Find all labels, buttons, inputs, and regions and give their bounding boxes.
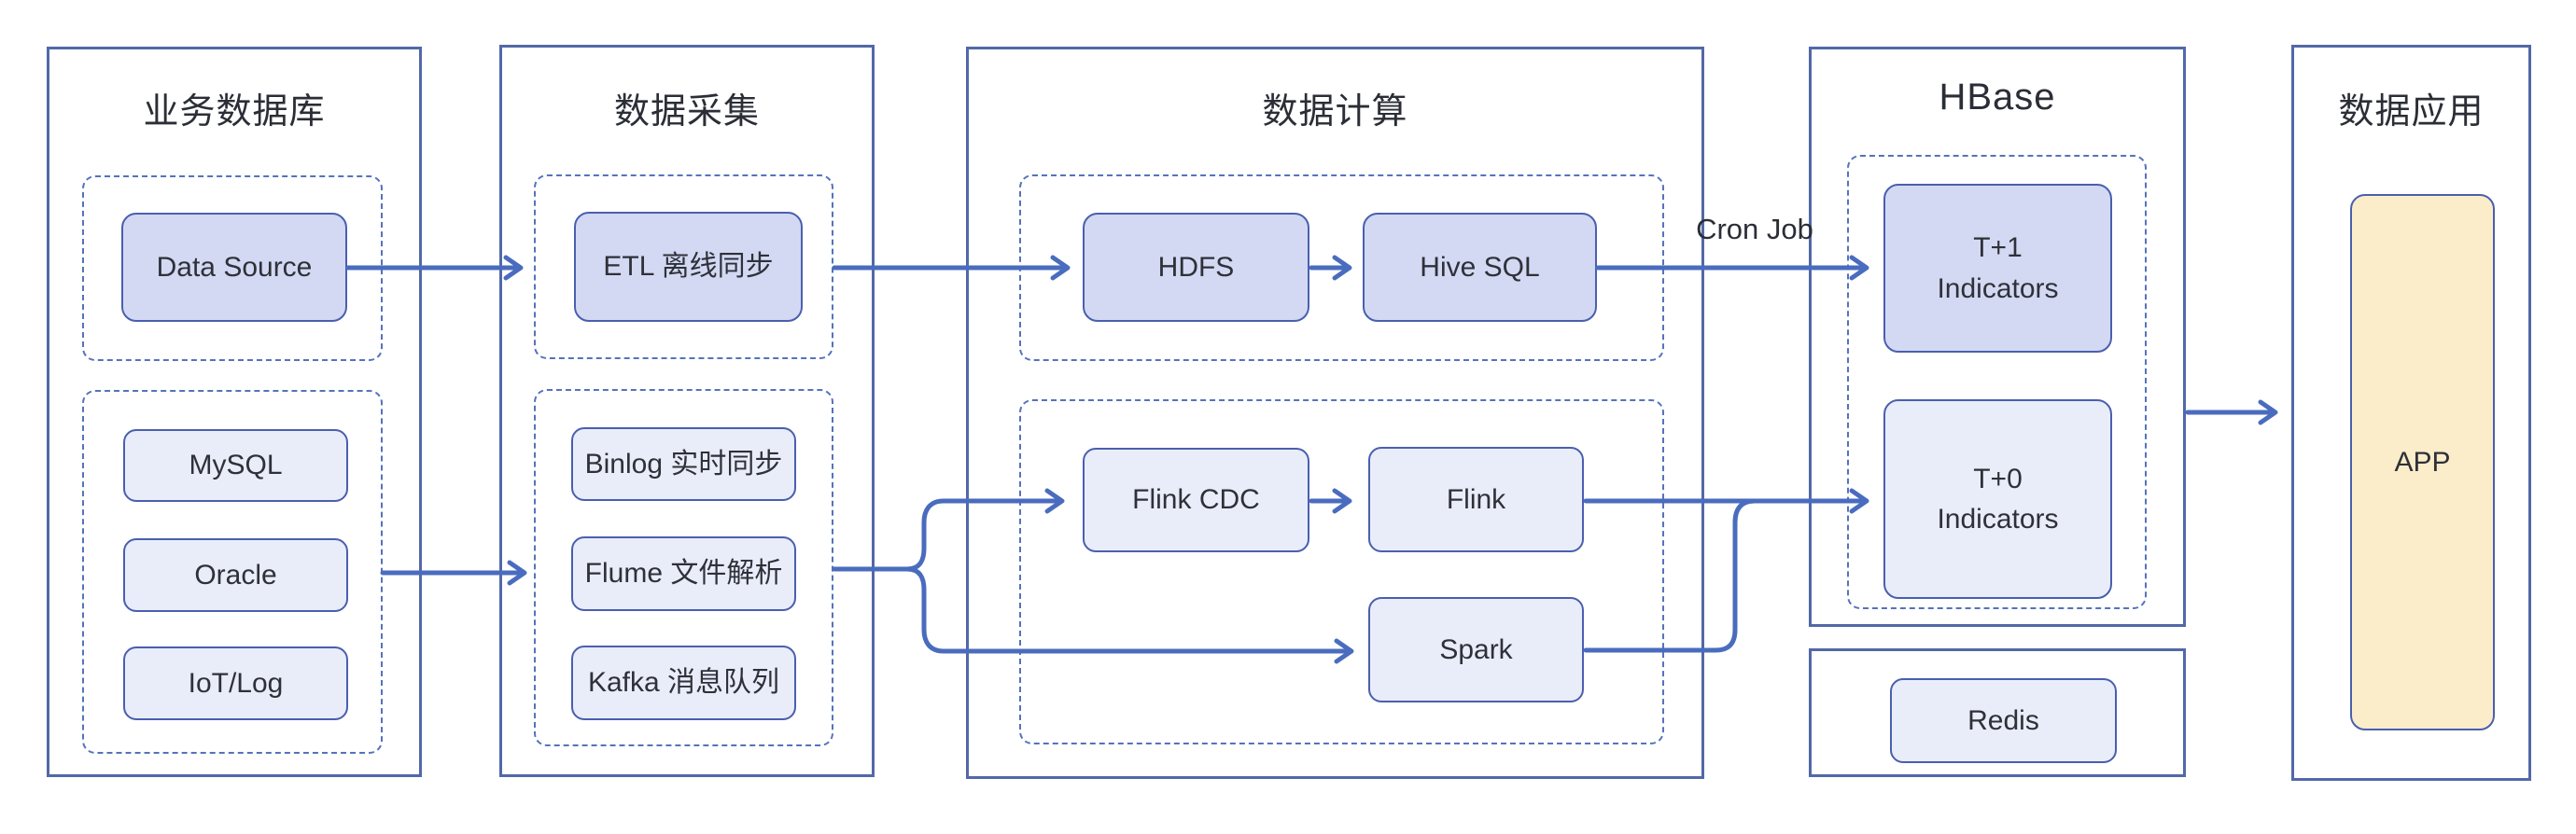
- node-spark: Spark: [1368, 597, 1584, 702]
- section-title-data-computation: 数据计算: [1262, 92, 1408, 132]
- section-data-computation: [966, 47, 1704, 779]
- node-hdfs: HDFS: [1083, 213, 1309, 322]
- node-t1-indicators: T+1 Indicators: [1883, 184, 2112, 353]
- section-data-collection: [499, 45, 875, 777]
- node-flume-file-parsing: Flume 文件解析: [571, 536, 796, 611]
- section-title-hbase: HBase: [1939, 76, 2056, 118]
- section-data-application: [2291, 45, 2531, 781]
- node-flink-cdc: Flink CDC: [1083, 448, 1309, 552]
- node-etl-offline-sync: ETL 离线同步: [574, 212, 803, 322]
- section-title-business-db: 业务数据库: [143, 92, 326, 132]
- node-app: APP: [2350, 194, 2495, 730]
- group-indicators: [1847, 155, 2147, 609]
- edge-label-cron-job: Cron Job: [1696, 213, 1813, 245]
- node-kafka-message-queue: Kafka 消息队列: [571, 646, 796, 720]
- node-oracle: Oracle: [123, 538, 348, 612]
- node-iot-log: IoT/Log: [123, 646, 348, 720]
- node-mysql: MySQL: [123, 429, 348, 502]
- node-redis: Redis: [1890, 678, 2117, 763]
- section-redis: [1809, 648, 2186, 777]
- node-binlog-realtime-sync: Binlog 实时同步: [571, 427, 796, 501]
- node-hive-sql: Hive SQL: [1363, 213, 1597, 322]
- section-hbase: [1809, 47, 2186, 627]
- node-data-source: Data Source: [121, 213, 347, 322]
- section-title-data-collection: 数据采集: [613, 92, 760, 132]
- section-title-data-application: 数据应用: [2338, 92, 2485, 132]
- node-t0-indicators: T+0 Indicators: [1883, 399, 2112, 599]
- section-business-db: [47, 47, 422, 777]
- node-flink: Flink: [1368, 447, 1584, 552]
